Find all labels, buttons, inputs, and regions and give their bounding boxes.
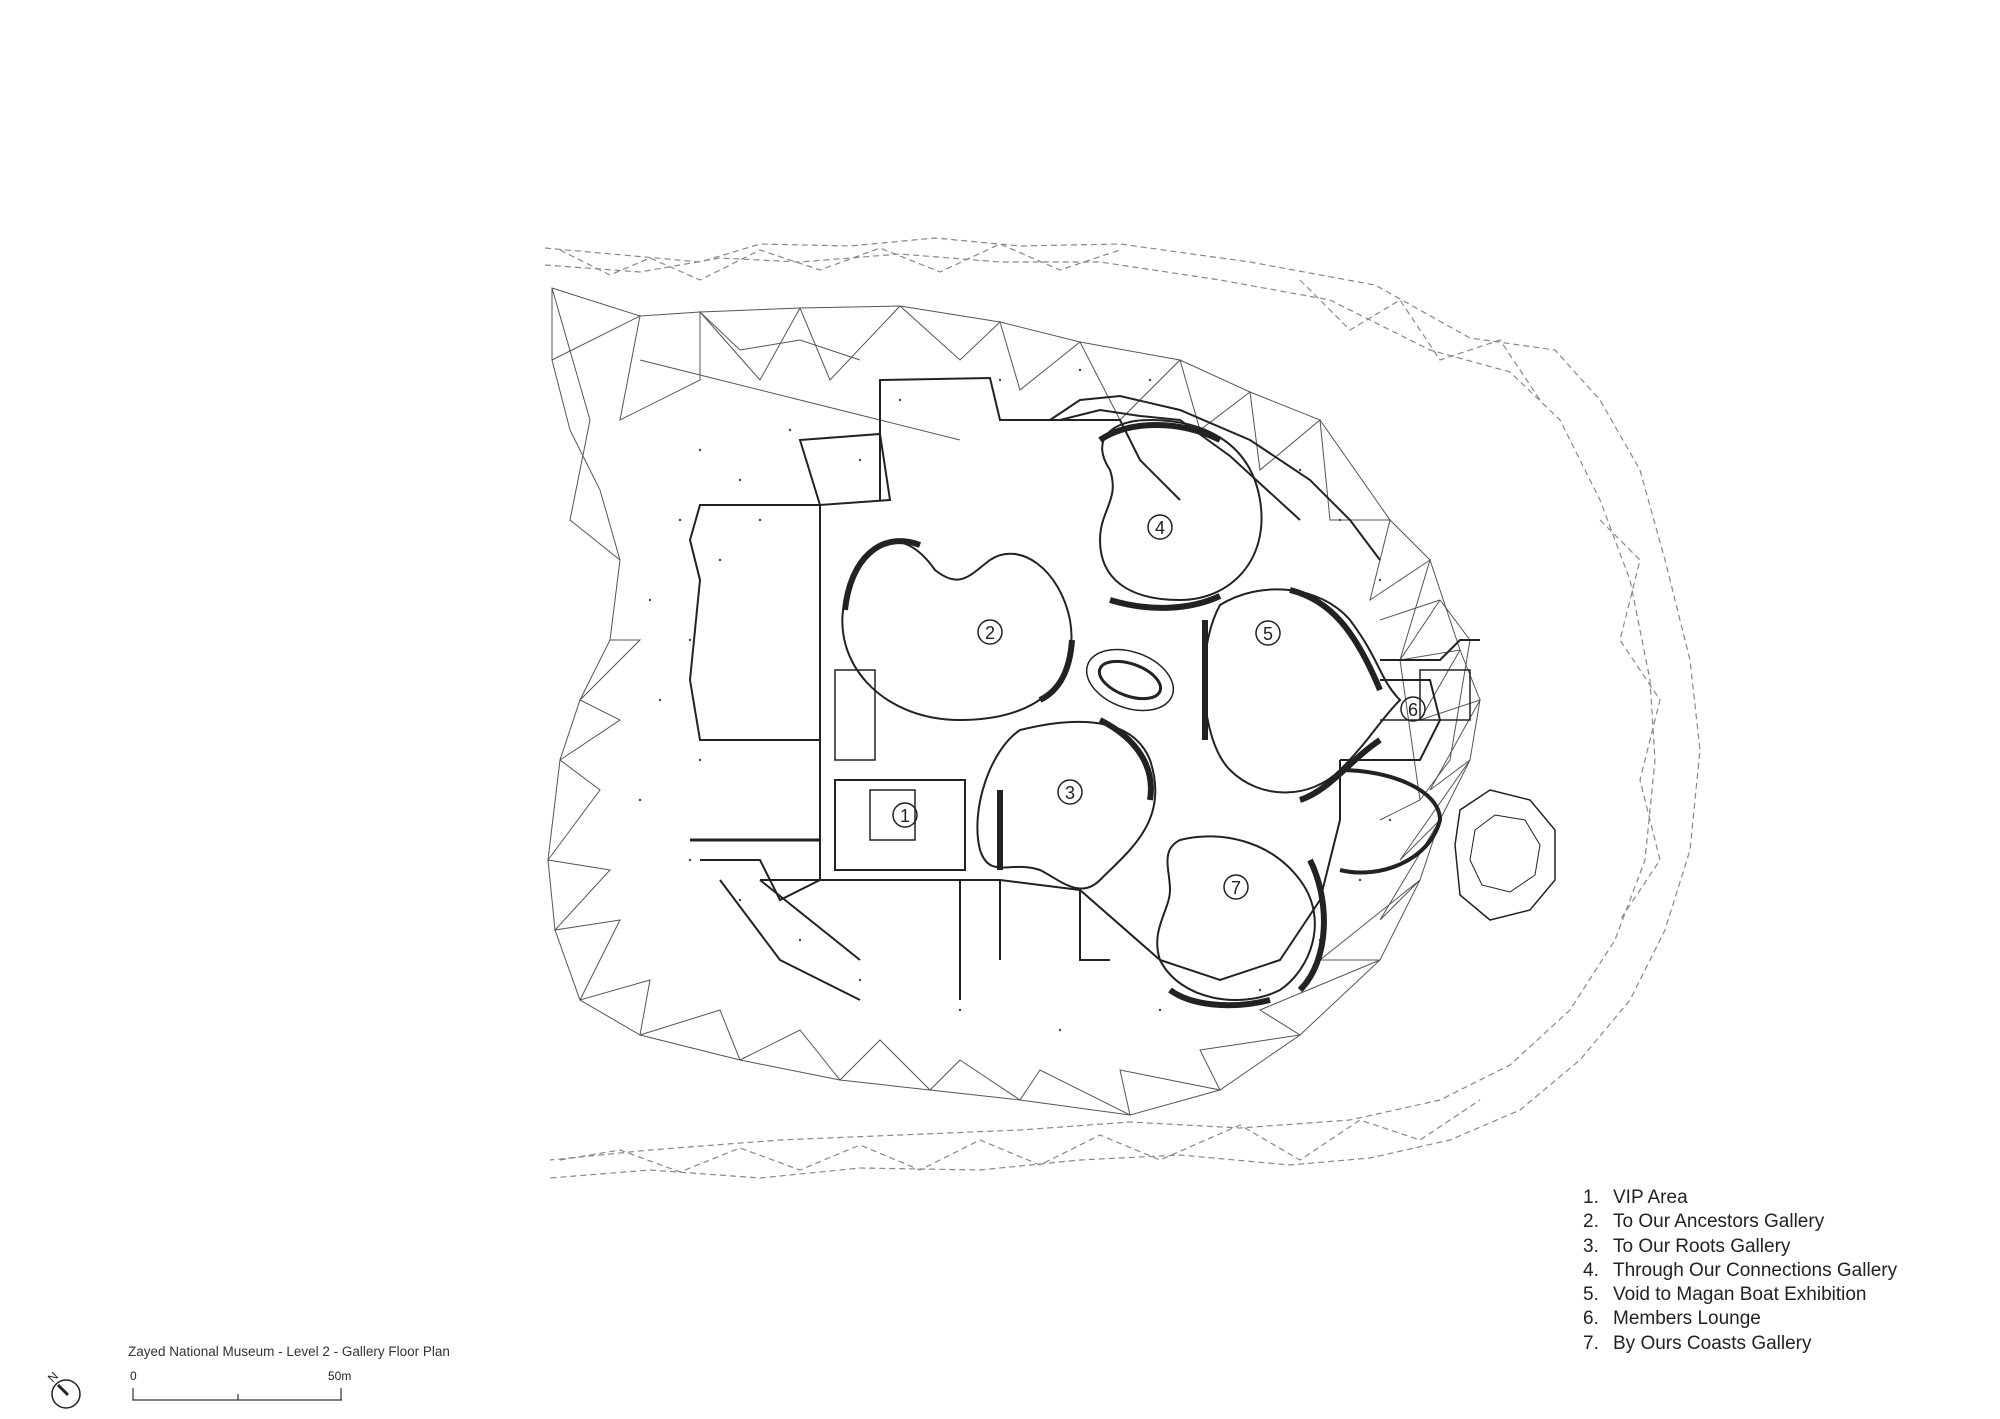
legend-number: 2.: [1583, 1211, 1599, 1233]
marker-4[interactable]: 4: [1147, 514, 1173, 540]
gallery-7-outline: [1156, 835, 1316, 1001]
scale-bar: 0 50m: [130, 1369, 351, 1404]
marker-5[interactable]: 5: [1255, 620, 1281, 646]
legend-number: 5.: [1583, 1284, 1599, 1306]
scale-end-label: 50m: [328, 1369, 352, 1383]
legend-item: 5. Void to Magan Boat Exhibition: [1583, 1283, 1897, 1307]
gallery-5-void: [1202, 588, 1402, 794]
gallery-2-outline: [841, 540, 1073, 722]
legend-number: 3.: [1583, 1235, 1599, 1257]
legend-item: 6. Members Lounge: [1583, 1307, 1897, 1331]
legend-label: To Our Ancestors Gallery: [1613, 1211, 1825, 1233]
plan-markers: 1 2 3 4 5 6 7: [892, 514, 1426, 900]
gallery-outlines: [690, 418, 1556, 1009]
legend-label: Members Lounge: [1613, 1308, 1761, 1330]
svg-text:7: 7: [1231, 878, 1241, 898]
svg-text:4: 4: [1155, 518, 1165, 538]
drawing-title: Zayed National Museum - Level 2 - Galler…: [128, 1344, 450, 1359]
scale-line-icon: [132, 1388, 342, 1401]
legend-item: 2. To Our Ancestors Gallery: [1583, 1210, 1897, 1234]
legend-label: By Ours Coasts Gallery: [1613, 1332, 1812, 1354]
legend-number: 1.: [1583, 1187, 1599, 1208]
marker-7[interactable]: 7: [1223, 874, 1249, 900]
svg-text:5: 5: [1263, 624, 1273, 644]
svg-text:6: 6: [1408, 700, 1418, 720]
gallery-3-outline: [976, 720, 1157, 890]
svg-text:1: 1: [900, 806, 910, 826]
legend-item: 4. Through Our Connections Gallery: [1583, 1259, 1897, 1283]
legend-item: 1. VIP Area: [1583, 1186, 1897, 1210]
legend-label: VIP Area: [1613, 1187, 1688, 1208]
marker-1[interactable]: 1: [892, 802, 918, 828]
legend-number: 4.: [1583, 1259, 1599, 1281]
legend-number: 7.: [1583, 1332, 1599, 1354]
legend-item: 7. By Ours Coasts Gallery: [1583, 1332, 1897, 1356]
north-arrow-icon: N: [40, 1364, 90, 1414]
legend-label: Through Our Connections Gallery: [1613, 1259, 1898, 1281]
legend-label: To Our Roots Gallery: [1613, 1235, 1791, 1257]
faceted-shell: [547, 287, 1482, 1116]
marker-6[interactable]: 6: [1400, 696, 1426, 722]
gallery-4-outline: [1098, 418, 1263, 602]
floor-texture: [638, 368, 1392, 1032]
scale-start-label: 0: [130, 1369, 137, 1383]
legend-label: Void to Magan Boat Exhibition: [1613, 1284, 1867, 1306]
legend-number: 6.: [1583, 1308, 1599, 1330]
legend: 1. VIP Area 2. To Our Ancestors Gallery 3.…: [1583, 1186, 1897, 1356]
legend-item: 3. To Our Roots Gallery: [1583, 1235, 1897, 1259]
building-walls: [688, 376, 1480, 1001]
svg-text:2: 2: [985, 623, 995, 643]
marker-3[interactable]: 3: [1057, 779, 1083, 805]
svg-text:3: 3: [1065, 783, 1075, 803]
marker-2[interactable]: 2: [977, 619, 1003, 645]
dashed-canopy-outline: [544, 237, 1701, 1179]
